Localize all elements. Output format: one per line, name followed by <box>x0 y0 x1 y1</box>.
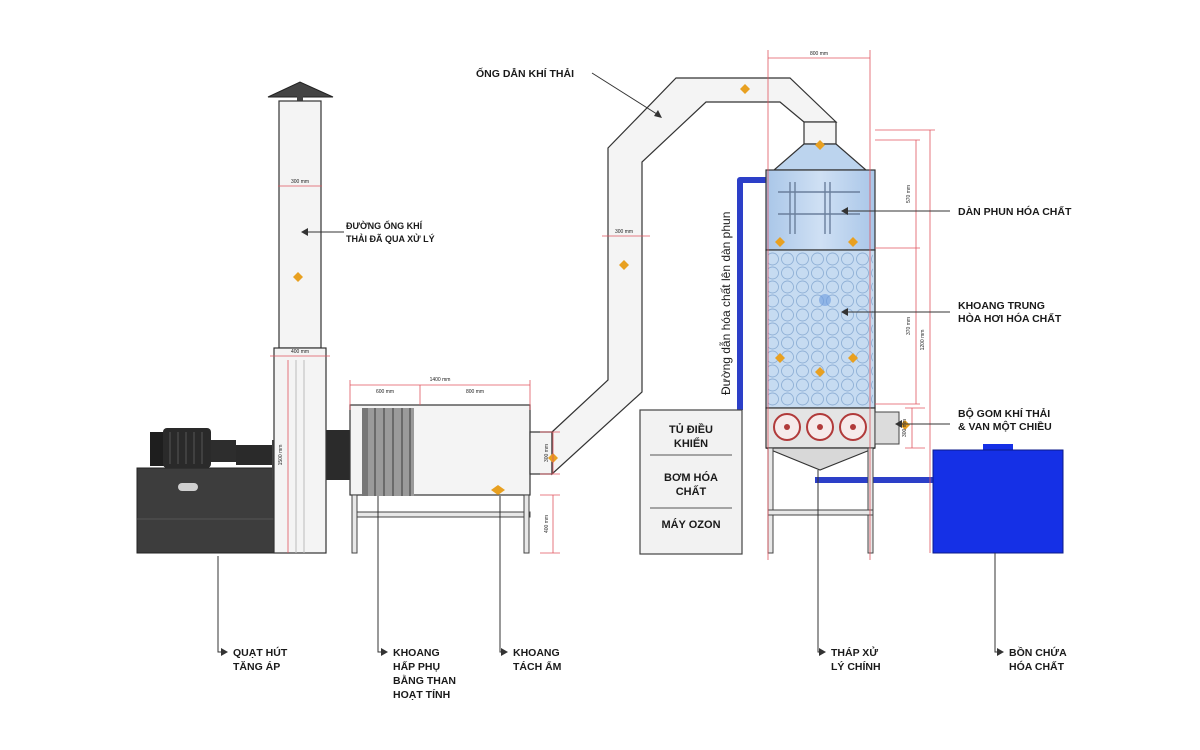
cabinet-pump-2: CHẤT <box>676 485 707 498</box>
leader-lines <box>217 72 1004 656</box>
label-carbon-3: BẰNG THAN <box>393 674 456 687</box>
label-fan-1: QUẠT HÚT <box>233 646 288 659</box>
fan-motor-icon <box>150 428 272 468</box>
label-carbon-4: HOẠT TÍNH <box>393 688 450 701</box>
label-spray-header: DÀN PHUN HÓA CHẤT <box>958 205 1072 218</box>
dim-inlet: 300 mm <box>544 444 550 462</box>
label-separator-1: KHOANG <box>513 647 560 659</box>
dim-pack-zone: 370 mm <box>906 317 912 335</box>
label-tower-1: THÁP XỬ <box>831 646 878 659</box>
label-separator-2: TÁCH ẨM <box>513 660 562 673</box>
label-tank-2: HÓA CHẤT <box>1009 660 1065 673</box>
label-treated-duct-1: ĐƯỜNG ỐNG KHÍ <box>346 220 423 231</box>
label-fan-2: TĂNG ÁP <box>233 660 280 673</box>
label-collector-1: BỘ GOM KHÍ THẢI <box>958 407 1050 420</box>
dim-stack-base: 400 mm <box>291 349 309 355</box>
dim-tower-total: 1200 mm <box>920 330 926 351</box>
label-collector-2: & VAN MỘT CHIỀU <box>958 420 1052 433</box>
label-treated-duct-2: THẢI ĐÃ QUA XỬ LÝ <box>346 233 435 244</box>
control-cabinet: TỦ ĐIỀU KHIỂN BƠM HÓA CHẤT MÁY OZON <box>639 409 743 555</box>
chemical-pipes <box>737 177 935 483</box>
dim-leg: 400 mm <box>544 515 550 533</box>
dimension-lines <box>270 50 935 560</box>
dimension-labels: 800 mm 300 mm 400 mm 1400 mm 600 mm 800 … <box>278 51 926 533</box>
dim-duct-width: 300 mm <box>615 229 633 235</box>
carbon-adsorption-chamber <box>349 404 531 554</box>
label-chem-line: Đường dẫn hóa chất lên dàn phun <box>718 212 733 395</box>
dim-spray-zone: 570 mm <box>906 185 912 203</box>
dim-stack-width: 300 mm <box>291 179 309 185</box>
diamond-marker-icon <box>293 272 303 282</box>
cabinet-ozone: MÁY OZON <box>661 518 720 531</box>
dim-chamber-length: 1400 mm <box>430 377 451 383</box>
fan-wheel-icon <box>773 413 867 441</box>
cabinet-title-1: TỦ ĐIỀU <box>669 423 713 436</box>
label-carbon-2: HẤP PHỤ <box>393 660 440 673</box>
label-tank-1: BỒN CHỨA <box>1009 646 1067 659</box>
label-neutralization-2: HÒA HƠI HÓA CHẤT <box>958 312 1062 325</box>
cabinet-pump-1: BƠM HÓA <box>664 471 718 484</box>
dim-tower-width: 800 mm <box>810 51 828 57</box>
treated-exhaust-stack <box>267 81 334 554</box>
dim-stack-height: 1500 mm <box>278 445 284 466</box>
chemical-tank <box>932 444 1064 554</box>
main-treatment-tower <box>765 121 910 554</box>
dim-separator-length: 800 mm <box>466 389 484 395</box>
label-neutralization-1: KHOANG TRUNG <box>958 300 1045 312</box>
label-exhaust-duct: ỐNG DẪN KHÍ THẢI <box>476 66 574 80</box>
label-carbon-1: KHOANG <box>393 647 440 659</box>
callout-labels: ỐNG DẪN KHÍ THẢI ĐƯỜNG ỐNG KHÍ THẢI ĐÃ Q… <box>233 66 1072 701</box>
cabinet-title-2: KHIỂN <box>674 437 708 450</box>
label-tower-2: LÝ CHÍNH <box>831 660 881 673</box>
dim-carbon-length: 600 mm <box>376 389 394 395</box>
dim-collector: 300 mm <box>902 419 908 437</box>
